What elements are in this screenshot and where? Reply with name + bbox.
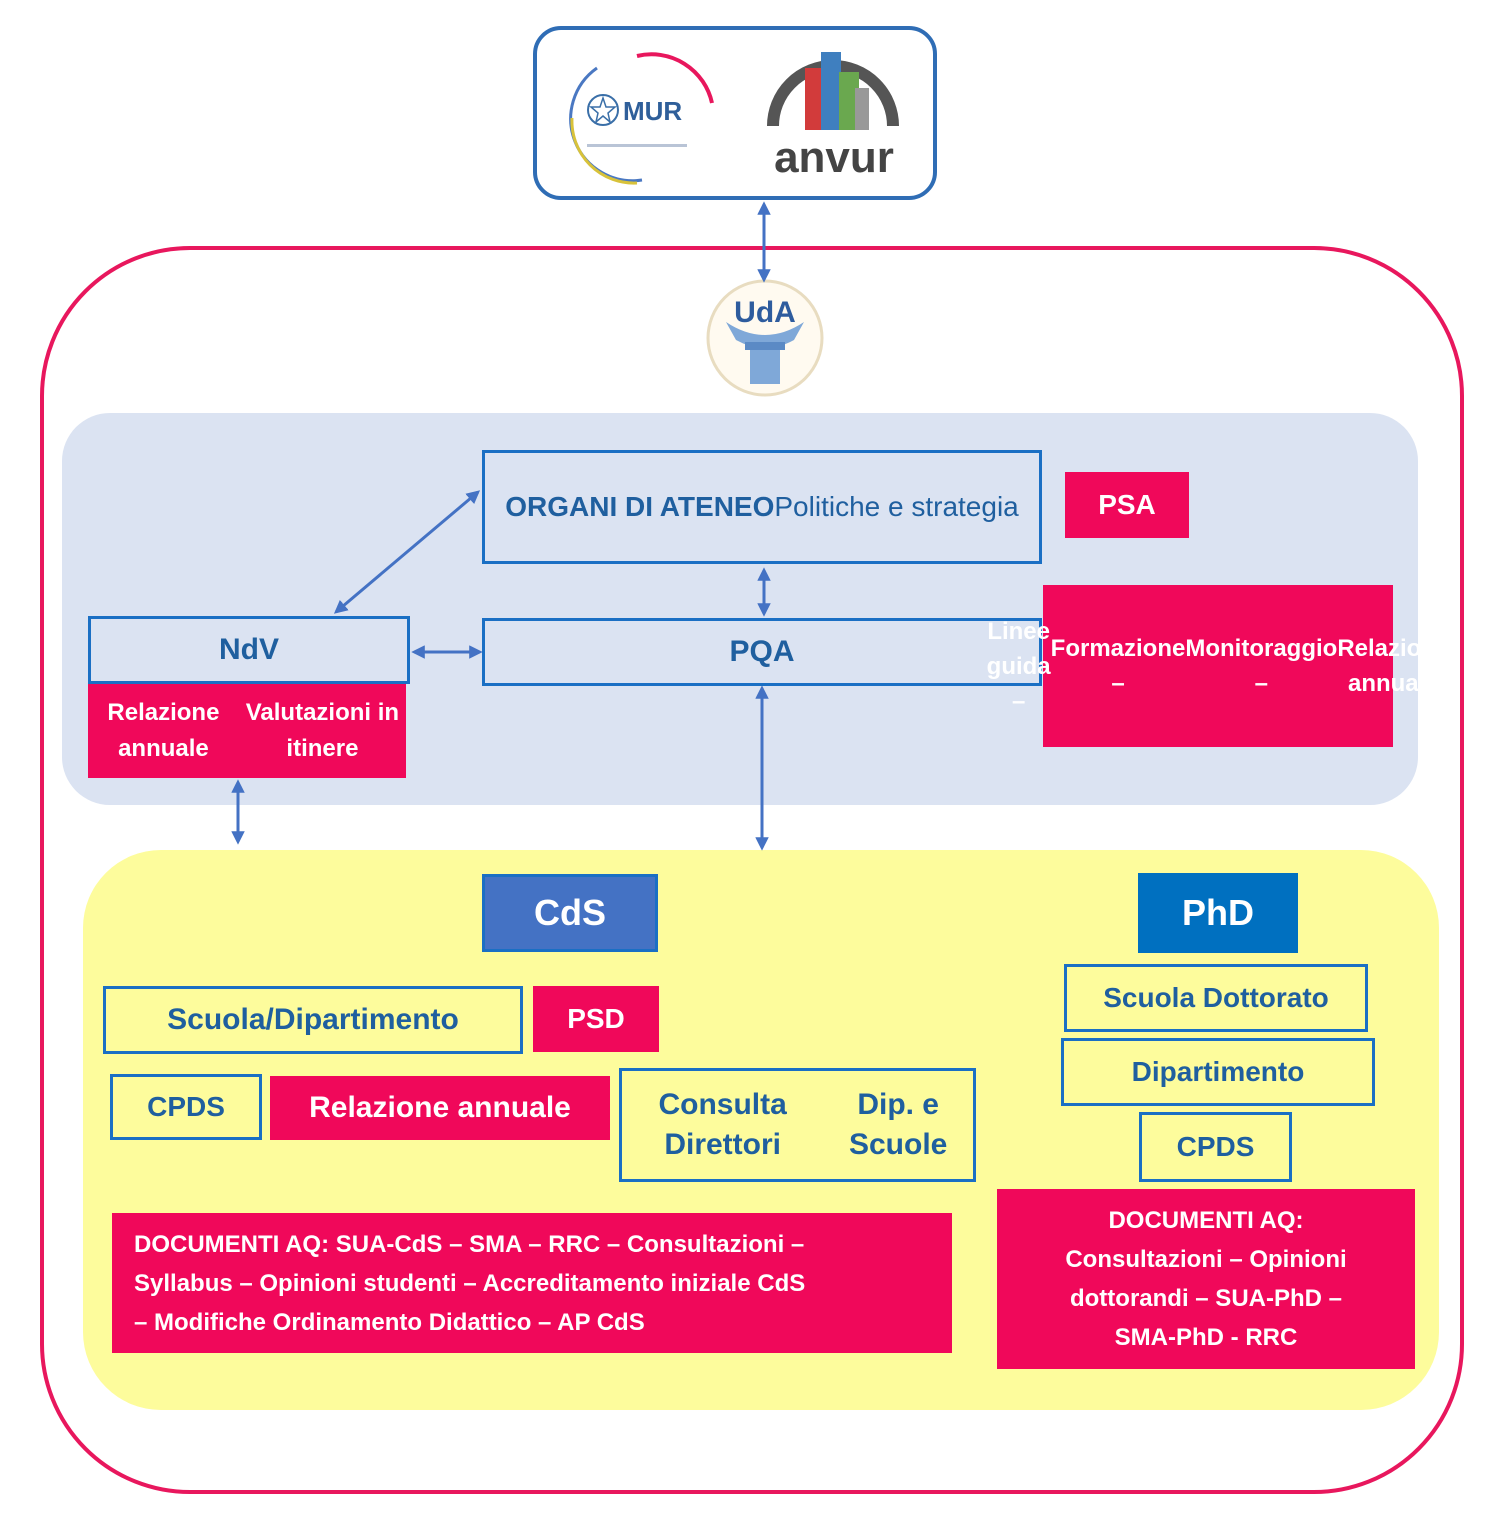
tower-icon (726, 322, 804, 384)
phd-documenti-aq: DOCUMENTI AQ: Consultazioni – Opinioni d… (997, 1189, 1415, 1369)
cds-relazione-annuale: Relazione annuale (270, 1076, 610, 1140)
pqa-documents: Linee guida – Formazione – Monitoraggio … (987, 585, 1449, 747)
cds-documenti-aq: DOCUMENTI AQ: SUA-CdS – SMA – RRC – Cons… (112, 1213, 952, 1353)
organi-title: ORGANI DI ATENEO (505, 491, 775, 522)
anvur-logo-text: anvur (774, 133, 894, 182)
consulta-line-2: Dip. e Scuole (848, 1088, 948, 1161)
organi-subtitle: Politiche e strategia (774, 491, 1019, 522)
psd-box: PSD (533, 986, 659, 1052)
ndv-doc-line-1: Relazione annuale (107, 699, 220, 762)
organi-di-ateneo-box: ORGANI DI ATENEO Politiche e strategia (482, 450, 1042, 564)
cds-cpds-box: CPDS (110, 1074, 262, 1140)
anvur-logo: anvur (767, 52, 899, 182)
phd-cpds-box: CPDS (1139, 1112, 1292, 1182)
ndv-box: NdV (88, 616, 410, 684)
university-container (40, 246, 1464, 1494)
scuola-dipartimento-box: Scuola/Dipartimento (103, 986, 523, 1054)
mur-logo: MUR (569, 52, 714, 185)
cds-doc-line-2: Syllabus – Opinioni studenti – Accredita… (134, 1269, 806, 1297)
phd-doc-line-4: SMA-PhD - RRC (1114, 1324, 1298, 1351)
pqa-doc-line-4: Relazione annuale (1337, 635, 1450, 697)
consulta-direttori-box: Consulta Direttori Dip. e Scuole (619, 1068, 976, 1182)
phd-doc-line-1: DOCUMENTI AQ: (1108, 1207, 1304, 1234)
arrow-ndv-organi (333, 490, 481, 614)
pqa-doc-line-2: Formazione – (1050, 635, 1186, 697)
pqa-doc-line-1: Linee guida – (986, 617, 1051, 715)
scuola-dottorato-box: Scuola Dottorato (1064, 964, 1368, 1032)
phd-header: PhD (1138, 873, 1298, 953)
cds-doc-line-3: – Modifiche Ordinamento Didattico – AP C… (134, 1308, 645, 1336)
bar-columns-icon (767, 52, 899, 130)
mur-logo-text: MUR (623, 96, 682, 126)
pqa-box: PQA (482, 618, 1042, 686)
ndv-doc-line-2: Valutazioni in itinere (245, 699, 400, 762)
ministry-logos-box: MUR anvur (533, 26, 937, 200)
phd-doc-line-3: dottorandi – SUA-PhD – (1069, 1285, 1342, 1312)
phd-doc-line-2: Consultazioni – Opinioni (1065, 1246, 1347, 1273)
cds-header: CdS (482, 874, 658, 952)
italian-republic-emblem-icon (587, 94, 619, 126)
cds-doc-line-1: DOCUMENTI AQ: SUA-CdS – SMA – RRC – Cons… (134, 1230, 805, 1258)
pqa-doc-line-3: Monitoraggio – (1185, 635, 1338, 697)
phd-dipartimento-box: Dipartimento (1061, 1038, 1375, 1106)
ndv-documents: Relazione annuale Valutazioni in itinere (88, 684, 406, 778)
psa-box: PSA (1065, 472, 1189, 538)
consulta-line-1: Consulta Direttori (658, 1088, 787, 1161)
uda-logo-text: UdA (734, 296, 796, 329)
